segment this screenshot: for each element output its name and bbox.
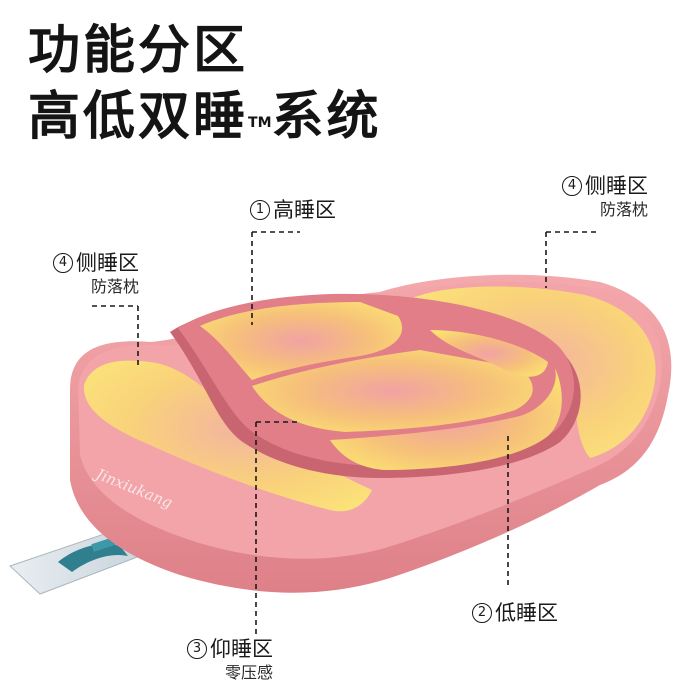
zone-sub-label: 防落枕 bbox=[599, 200, 648, 219]
headline: 功能分区 高低双睡TM系统 bbox=[28, 18, 382, 150]
fabric-tag bbox=[9, 531, 141, 595]
zone-label: 侧睡区 bbox=[585, 174, 648, 198]
zone-number-badge: 2 bbox=[472, 603, 492, 623]
zone-label: 高睡区 bbox=[273, 198, 336, 222]
zone-number-badge: 4 bbox=[562, 176, 582, 196]
zone-sub-label: 零压感 bbox=[224, 663, 273, 682]
headline-line-2-main: 高低双睡 bbox=[28, 87, 249, 147]
zone-number-badge: 1 bbox=[250, 200, 270, 220]
trademark-mark: TM bbox=[248, 115, 272, 131]
leader-lines bbox=[92, 231, 598, 634]
zone-sub-label: 防落枕 bbox=[90, 277, 139, 296]
headline-line-2-tail: 系统 bbox=[271, 87, 382, 147]
zone-label: 低睡区 bbox=[495, 601, 558, 625]
central-tray bbox=[170, 293, 581, 478]
zone-label: 仰睡区 bbox=[210, 637, 273, 661]
zone-number-badge: 4 bbox=[53, 253, 73, 273]
headline-line-2: 高低双睡TM系统 bbox=[28, 84, 382, 150]
zone-label: 侧睡区 bbox=[76, 251, 139, 275]
side-zone-right bbox=[408, 286, 656, 458]
zone-number-badge: 3 bbox=[187, 639, 207, 659]
side-zone-left bbox=[83, 360, 372, 512]
headline-line-1: 功能分区 bbox=[28, 21, 249, 81]
